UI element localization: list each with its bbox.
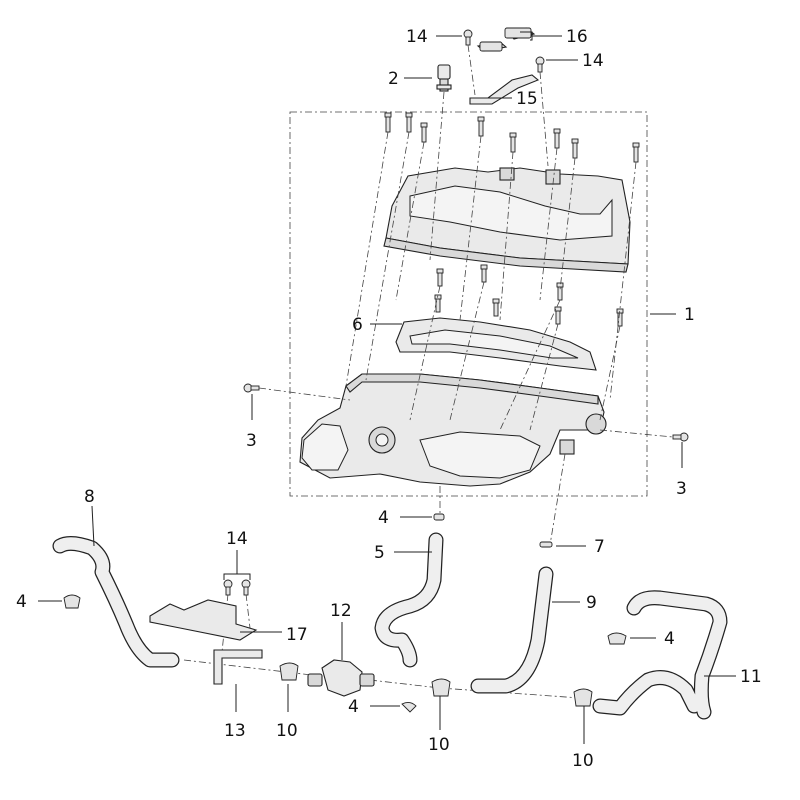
- callout-14-bracket: 14: [226, 529, 248, 549]
- clip-nut: [479, 27, 532, 52]
- callout-1: 1: [684, 305, 695, 325]
- callout-3-right: 3: [676, 479, 687, 499]
- bolt-top-right: [535, 56, 545, 73]
- callout-labels: 1 2 3 3 4 4 4 4 5 6 7 8 9 10 10 10 11 12…: [16, 27, 762, 771]
- bracket-plate: [149, 599, 258, 641]
- cover-screw-set: [384, 112, 640, 163]
- callout-4-bottom: 4: [348, 697, 359, 717]
- callout-13: 13: [224, 721, 246, 741]
- clamp-small: [401, 513, 445, 713]
- callout-10-middle: 10: [428, 735, 450, 755]
- leader-lines: [38, 31, 736, 744]
- callout-17: 17: [286, 625, 308, 645]
- hose-clamp-right: [607, 632, 627, 645]
- callout-9: 9: [586, 593, 597, 613]
- check-valve: [307, 659, 375, 697]
- callout-11: 11: [740, 667, 762, 687]
- bolt-top-left: [463, 29, 473, 46]
- assembly-boundary: [289, 111, 648, 497]
- callout-12: 12: [330, 601, 352, 621]
- fitting-small: [539, 541, 553, 548]
- callout-5: 5: [374, 543, 385, 563]
- seal-gasket: [395, 317, 597, 371]
- callout-2: 2: [388, 69, 399, 89]
- spring-clamp-a: [279, 662, 299, 681]
- hose-support-bracket: [213, 649, 263, 685]
- gasket-screw-set: [434, 264, 624, 327]
- assembly-axis-lines: [183, 44, 674, 699]
- callout-4-right: 4: [664, 629, 675, 649]
- callout-14-top-left: 14: [406, 27, 428, 47]
- callout-7: 7: [594, 537, 605, 557]
- callout-10-right: 10: [572, 751, 594, 771]
- hose-left: [52, 535, 180, 668]
- sensor: [436, 64, 452, 92]
- side-bolt-right: [672, 432, 689, 442]
- side-bolt-left: [243, 383, 260, 393]
- upper-housing-cover: [383, 167, 631, 273]
- hose-clamp: [63, 594, 81, 609]
- callout-16: 16: [566, 27, 588, 47]
- callout-14-top-right: 14: [582, 51, 604, 71]
- callout-15: 15: [516, 89, 538, 109]
- callout-4-left: 4: [16, 592, 27, 612]
- hose-right-vertical: [470, 566, 554, 694]
- hose-right: [592, 590, 728, 720]
- bracket-bolt-set: [223, 579, 251, 596]
- callout-10-left: 10: [276, 721, 298, 741]
- hose-middle: [374, 532, 444, 668]
- spring-clamp-b: [431, 678, 451, 697]
- lower-housing: [299, 373, 607, 487]
- spring-clamp-c: [573, 688, 593, 707]
- callout-3-left: 3: [246, 431, 257, 451]
- callout-8: 8: [84, 487, 95, 507]
- callout-4-middle: 4: [378, 508, 389, 528]
- callout-6: 6: [352, 315, 363, 335]
